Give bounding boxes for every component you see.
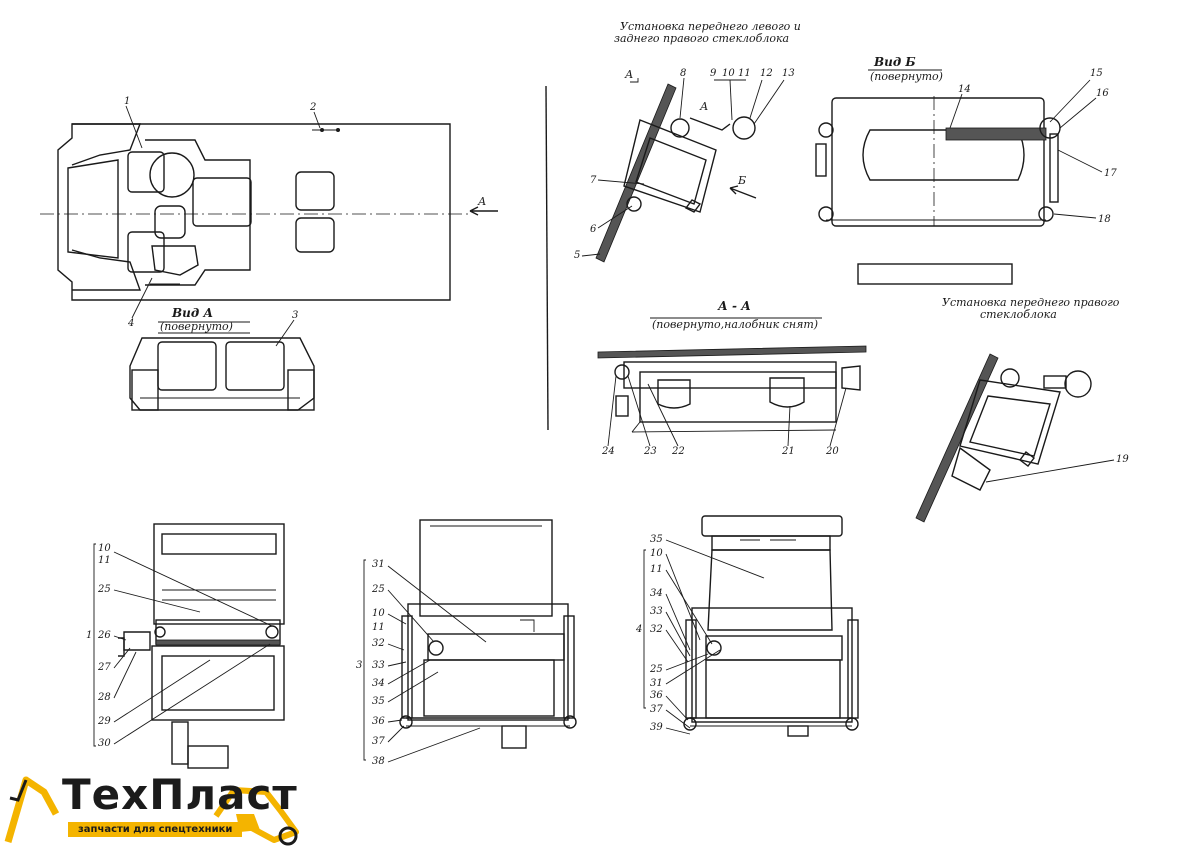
divider-line — [545, 85, 549, 431]
b2-callout-37: 37 — [372, 736, 385, 747]
callout-10: 10 — [722, 68, 735, 79]
assembly-2 — [399, 519, 577, 749]
callout-19: 19 — [1116, 454, 1129, 465]
b2-callout-38: 38 — [372, 756, 385, 767]
arrow-a-small: А — [699, 100, 708, 113]
b3-callout-31: 31 — [650, 678, 663, 689]
section-aa-drawing — [597, 345, 867, 433]
callout-18: 18 — [1098, 214, 1111, 225]
b1-callout-11: 11 — [98, 555, 111, 566]
install-front-left-caption: Установка переднего левого и — [620, 20, 801, 33]
b1-group-label: 1 — [86, 630, 92, 641]
brand-part-1: Тех — [62, 770, 150, 819]
b2-callout-33: 33 — [372, 660, 385, 671]
callout-7: 7 — [590, 175, 597, 186]
b3-callout-35: 35 — [650, 534, 663, 545]
callout-20: 20 — [825, 446, 839, 457]
b3-callout-10: 10 — [650, 548, 663, 559]
b1-callout-10: 10 — [98, 543, 111, 554]
section-aa-subtitle: (повернуто,налобник снят) — [652, 318, 818, 331]
view-b-drawing — [815, 96, 1061, 227]
b1-callout-27: 27 — [97, 662, 111, 673]
arrow-a-top: А — [624, 68, 633, 81]
view-a-rotated: (повернуто) — [160, 320, 233, 333]
b1-callout-26: 26 — [97, 630, 111, 641]
b3-callout-37: 37 — [650, 704, 663, 715]
b2-callout-25: 25 — [371, 584, 385, 595]
callout-1: 1 — [124, 96, 130, 107]
assembly-3 — [683, 515, 859, 737]
callout-21: 21 — [781, 446, 795, 457]
b3-group-label: 4 — [635, 624, 642, 635]
b3-callout-36: 36 — [650, 690, 663, 701]
callout-6: 6 — [590, 224, 597, 235]
callout-13: 13 — [782, 68, 795, 79]
arrow-a-label: А — [477, 195, 486, 208]
section-aa-title: А - А — [717, 299, 751, 313]
b2-callout-11: 11 — [372, 622, 385, 633]
b3-callout-32: 32 — [650, 624, 663, 635]
callout-9: 9 — [710, 68, 717, 79]
b1-callout-28: 28 — [97, 692, 111, 703]
arrow-b-label: Б — [737, 174, 746, 187]
callout-2: 2 — [309, 102, 316, 113]
callout-22: 22 — [671, 446, 685, 457]
assembly-1 — [118, 523, 285, 769]
b2-group-label: 3 — [356, 660, 362, 671]
b3-callout-34: 34 — [650, 588, 663, 599]
techplast-logo: ТехПласт запчасти для спецтехники — [4, 770, 304, 852]
front-left-unit: А А Б — [595, 68, 757, 263]
b2-callout-10: 10 — [372, 608, 385, 619]
b2-callout-34: 34 — [372, 678, 385, 689]
excavator-logo-icon — [4, 776, 299, 846]
callout-15: 15 — [1090, 68, 1103, 79]
b3-callout-25: 25 — [649, 664, 663, 675]
blank-label-plate — [857, 263, 1013, 285]
install-front-right-caption-2: стеклоблока — [980, 308, 1057, 321]
view-a-title: Вид А — [171, 306, 213, 320]
b3-callout-33: 33 — [650, 606, 663, 617]
roof-plan-view: А — [40, 123, 498, 301]
b2-callout-36: 36 — [372, 716, 385, 727]
callout-17: 17 — [1104, 168, 1117, 179]
callout-4: 4 — [127, 318, 134, 329]
install-front-left-caption-2: заднего правого стеклоблока — [614, 32, 789, 45]
brand-tagline: запчасти для спецтехники — [68, 822, 243, 837]
b3-callout-39: 39 — [650, 722, 663, 733]
callout-14: 14 — [958, 84, 971, 95]
brand-part-2: Пласт — [149, 770, 298, 819]
callout-16: 16 — [1096, 88, 1109, 99]
b1-callout-25: 25 — [97, 584, 111, 595]
front-right-unit — [915, 353, 1092, 523]
callout-8: 8 — [680, 68, 686, 79]
b1-callout-29: 29 — [97, 716, 111, 727]
view-b-title: Вид Б — [873, 55, 916, 69]
b1-callout-30: 30 — [98, 738, 111, 749]
callout-3: 3 — [292, 310, 298, 321]
view-b-rotated: (повернуто) — [870, 70, 943, 83]
b2-callout-31: 31 — [372, 559, 385, 570]
callout-24: 24 — [601, 446, 615, 457]
b3-callout-11: 11 — [650, 564, 663, 575]
install-front-right-caption: Установка переднего правого — [942, 296, 1120, 309]
callout-11: 11 — [738, 68, 751, 79]
callout-5: 5 — [574, 250, 580, 261]
callout-23: 23 — [643, 446, 657, 457]
view-a-drawing — [129, 337, 315, 411]
brand-name: ТехПласт — [62, 770, 298, 819]
b2-callout-32: 32 — [372, 638, 385, 649]
b2-callout-35: 35 — [372, 696, 385, 707]
callout-12: 12 — [760, 68, 773, 79]
